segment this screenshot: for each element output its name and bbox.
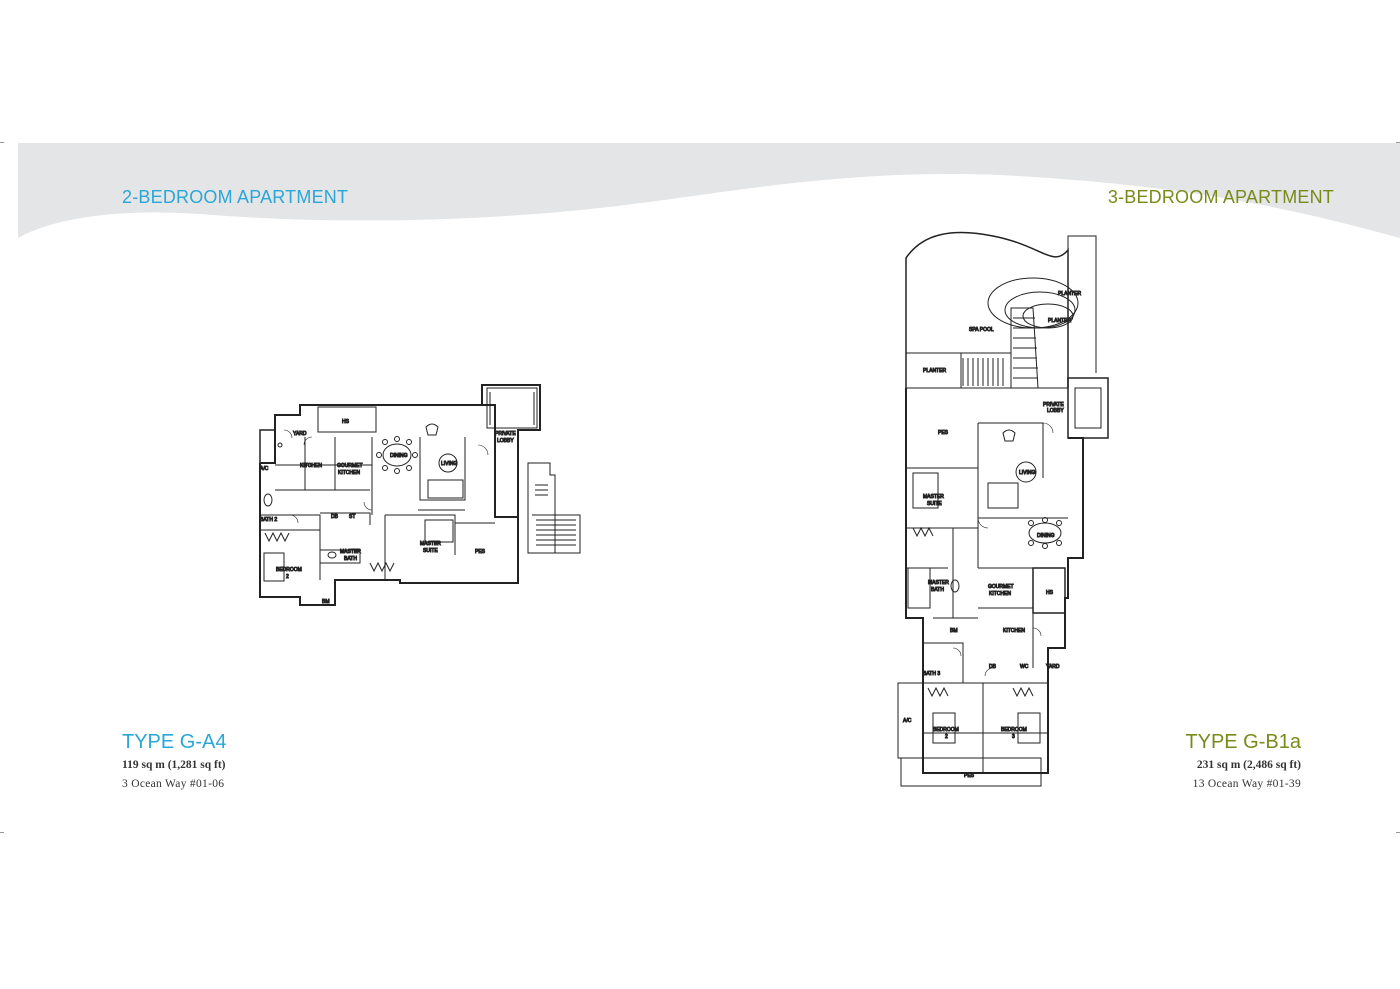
room-label-bedroom-2-num: 2 — [945, 734, 948, 740]
room-label-bm: BM — [322, 599, 330, 605]
unit-type-title-left: TYPE G-A4 — [122, 731, 227, 753]
room-label-hs: HS — [342, 419, 350, 425]
room-label-yard: YARD — [293, 431, 307, 437]
unit-area-right: 231 sq m (2,486 sq ft) — [1196, 759, 1301, 771]
room-label-wc: WC — [1020, 664, 1029, 670]
room-label-living: LIVING — [441, 461, 458, 467]
header-wave-band — [18, 143, 1400, 238]
room-label-bath: BATH — [931, 587, 944, 593]
room-label-ac: A/C — [260, 466, 269, 472]
crop-mark — [0, 832, 4, 833]
room-label-gourmet: GOURMET — [988, 584, 1014, 590]
section-header-3-bedroom: 3-BEDROOM APARTMENT — [1107, 187, 1334, 207]
room-label-hs: HS — [1046, 590, 1054, 596]
room-label-bath: BATH — [344, 556, 357, 562]
room-label-private: PRIVATE — [1043, 402, 1064, 408]
unit-area-left: 119 sq m (1,281 sq ft) — [122, 759, 226, 771]
room-label-bath-3: BATH 3 — [923, 671, 940, 677]
room-label-bath-2: BATH 2 — [260, 517, 277, 523]
room-label-bedroom: BEDROOM — [276, 567, 302, 573]
room-label-yard: YARD — [1046, 664, 1060, 670]
room-label-living: LIVING — [1019, 470, 1036, 476]
room-label-gourmet-kitchen: KITCHEN — [338, 470, 360, 476]
room-label-suite: SUITE — [423, 548, 438, 554]
unit-address-right: 13 Ocean Way #01-39 — [1192, 778, 1301, 790]
room-label-planter-pool: PLANTER — [1048, 318, 1071, 324]
unit-address-left: 3 Ocean Way #01-06 — [122, 778, 225, 790]
room-label-dining: DINING — [1037, 533, 1055, 539]
room-label-planter-top: PLANTER — [1058, 291, 1081, 297]
crop-mark — [1396, 832, 1400, 833]
room-label-spa-pool: SPA POOL — [969, 327, 994, 333]
room-label-bedroom-3-num: 3 — [1012, 734, 1015, 740]
room-label-dining: DINING — [390, 453, 408, 459]
room-label-master-bath: MASTER — [928, 580, 949, 586]
unit-type-title-right: TYPE G-B1a — [1185, 731, 1301, 753]
room-label-bedroom-2: 2 — [286, 574, 289, 580]
room-label-pes: PES — [938, 430, 949, 436]
room-label-pes: PES — [475, 549, 486, 555]
room-label-ac: A/C — [903, 718, 912, 724]
room-label-gourmet: GOURMET — [337, 463, 363, 469]
room-label-db: DB — [331, 514, 339, 520]
room-label-pes-bottom: PES — [964, 773, 975, 779]
room-label-st: ST — [349, 514, 355, 520]
room-label-master-suite: MASTER — [420, 541, 441, 547]
room-label-lobby: LOBBY — [497, 438, 514, 444]
room-label-db: DB — [989, 664, 997, 670]
room-label-master-suite: MASTER — [923, 494, 944, 500]
room-label-lobby: LOBBY — [1047, 408, 1064, 414]
room-label-bedroom-3: BEDROOM — [1001, 727, 1027, 733]
room-label-suite: SUITE — [927, 501, 942, 507]
crop-mark — [0, 142, 4, 143]
room-label-bedroom-2: BEDROOM — [933, 727, 959, 733]
room-label-bm: BM — [950, 628, 958, 634]
floor-plan-type-g-a4: HS YARD A/C KITCHEN GOURMET KITCHEN DINI… — [250, 375, 590, 615]
room-label-gourmet-kitchen: KITCHEN — [989, 591, 1011, 597]
crop-mark — [1396, 142, 1400, 143]
room-label-planter: PLANTER — [923, 368, 946, 374]
room-label-private: PRIVATE — [495, 431, 516, 437]
section-header-2-bedroom: 2-BEDROOM APARTMENT — [122, 187, 349, 207]
floor-plan-type-g-b1a: PLANTER PLANTER SPA POOL PLANTER PRIVATE… — [893, 228, 1133, 798]
room-label-master-bath: MASTER — [340, 549, 361, 555]
room-label-kitchen: KITCHEN — [300, 463, 322, 469]
room-label-kitchen: KITCHEN — [1003, 628, 1025, 634]
